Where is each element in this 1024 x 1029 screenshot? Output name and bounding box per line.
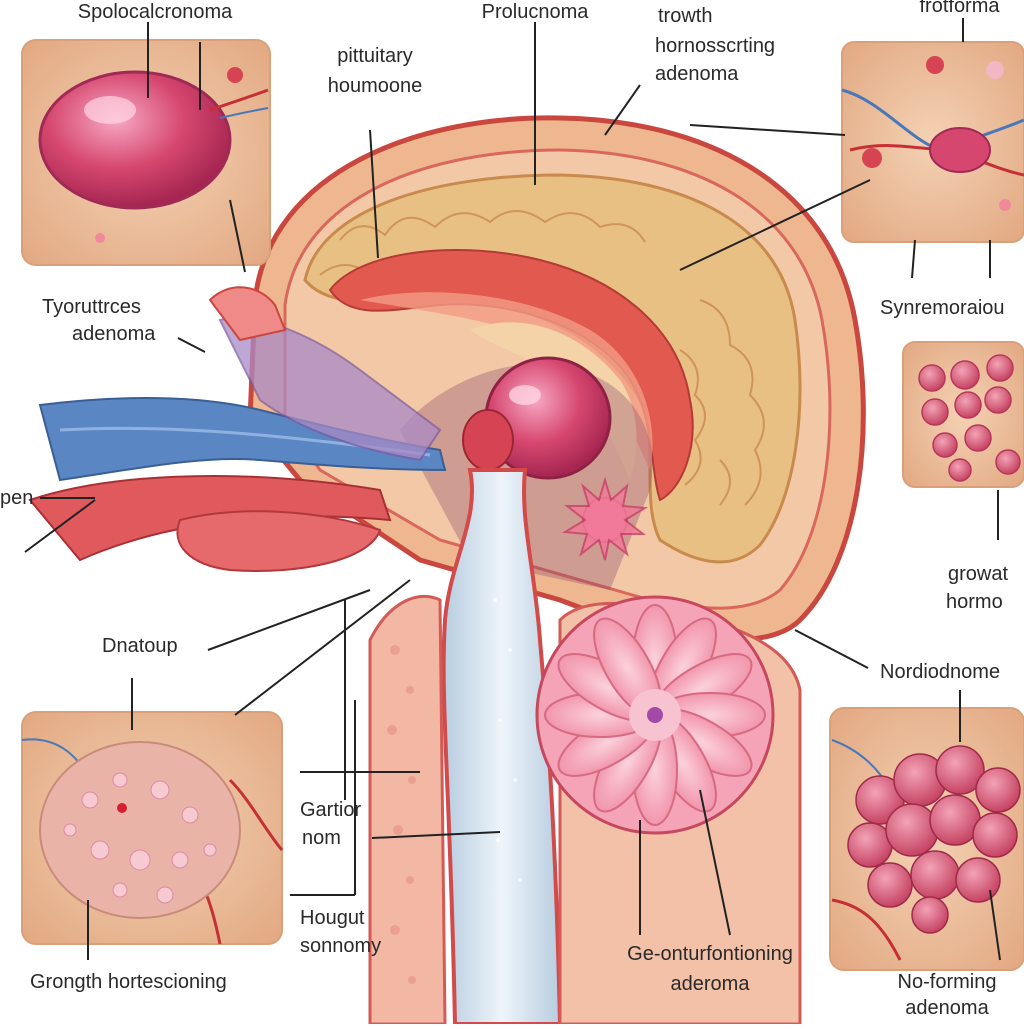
inset-bottom-left	[21, 711, 284, 945]
tissue-column	[368, 594, 447, 1026]
inset-top-left	[21, 39, 271, 266]
label-left-mid-1: Tyoruttrces	[42, 296, 141, 318]
nerve-bundle	[38, 397, 447, 482]
leader-lines	[24, 18, 1001, 961]
label-bottom-right-1: No-forming	[897, 971, 997, 993]
label-top-center: Prolucnoma	[481, 1, 589, 23]
label-left-mid-2: adenoma	[72, 323, 156, 345]
inset-bump-mass	[39, 741, 241, 919]
label-upper-center-2: houmoone	[327, 75, 423, 97]
label-left-edge: pen	[0, 487, 34, 509]
anterior-gland	[535, 595, 775, 835]
label-top-right: frotforma	[919, 0, 1000, 17]
label-right-lower: Nordiodnome	[880, 661, 1001, 683]
inset-top-right	[841, 41, 1024, 243]
label-right-edge-2: hormo	[946, 591, 1003, 613]
inset-bottom-right	[829, 707, 1024, 971]
label-bottom-center-2: aderoma	[670, 973, 750, 995]
label-bottom-right-2: adenoma	[905, 997, 989, 1019]
label-bottom-center-1: Ge-onturfontioning	[627, 943, 793, 965]
small-growth	[462, 409, 514, 471]
label-top-center-right-2: hornosscrting	[655, 35, 776, 57]
label-center-lower-1: Gartior	[300, 799, 362, 821]
label-center-lower-2: nom	[302, 827, 341, 849]
label-top-center-right-1: trowth	[658, 5, 713, 27]
label-center-bottom-1: Hougut	[300, 907, 365, 929]
inset-right-middle	[902, 341, 1024, 488]
label-center-bottom-2: sonnomy	[300, 935, 382, 957]
label-top-left: Spolocalcronoma	[77, 1, 233, 23]
inset-tumor	[38, 70, 232, 210]
label-left-lower: Dnatoup	[102, 635, 178, 657]
spiky-growth	[561, 476, 649, 561]
label-right-mid: Synremoraiou	[880, 297, 1005, 319]
label-right-edge-1: growat	[948, 563, 1009, 585]
label-top-center-right-3: adenoma	[655, 63, 739, 85]
label-upper-center-1: pittuitary	[337, 45, 413, 67]
cross-section	[28, 115, 866, 1026]
label-bottom-left: Grongth hortescioning	[30, 971, 227, 993]
